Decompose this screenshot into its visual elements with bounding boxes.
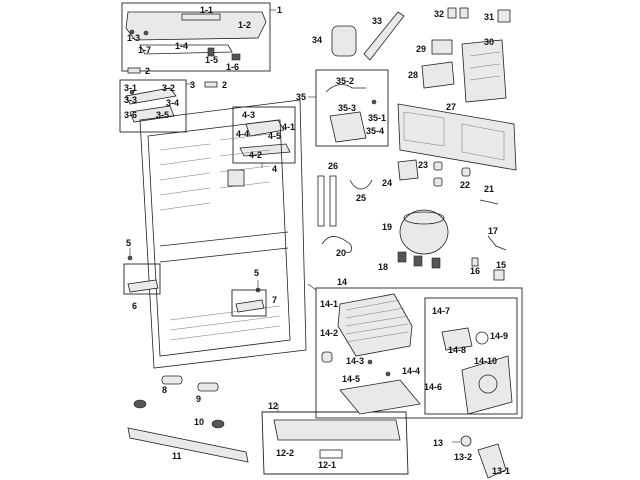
part-group-4: 4 4-1 4-2 4-3 4-4 4-5 — [232, 106, 296, 174]
label-13-2: 13-2 — [454, 452, 472, 462]
label-14-1: 14-1 — [320, 299, 338, 309]
label-31: 31 — [484, 12, 494, 22]
part-2: 2 2 — [127, 66, 227, 90]
label-5b: 5 — [254, 268, 259, 278]
label-1-3: 1-3 — [127, 33, 140, 43]
label-2b: 2 — [222, 80, 227, 90]
label-3-5: 3-5 — [156, 110, 169, 120]
label-1-4: 1-4 — [175, 41, 188, 51]
label-4-2: 4-2 — [249, 150, 262, 160]
label-35: 35 — [296, 92, 306, 102]
label-14-4: 14-4 — [402, 366, 420, 376]
label-14-7: 14-7 — [432, 306, 450, 316]
label-2a: 2 — [145, 66, 150, 76]
label-5a: 5 — [126, 238, 131, 248]
part-group-1: 1 1-1 1-2 1-3 1-4 1-5 1-6 1-7 — [121, 2, 282, 72]
label-7: 7 — [272, 295, 277, 305]
label-14-2: 14-2 — [320, 328, 338, 338]
label-13-1: 13-1 — [492, 466, 510, 476]
label-35-3: 35-3 — [338, 103, 356, 113]
label-1-6: 1-6 — [226, 62, 239, 72]
label-25: 25 — [356, 193, 366, 203]
part-group-12: 12 12-1 12-2 — [261, 401, 409, 475]
label-14-9: 14-9 — [490, 331, 508, 341]
label-1-5: 1-5 — [205, 55, 218, 65]
label-35-1: 35-1 — [368, 113, 386, 123]
label-1-7: 1-7 — [138, 45, 151, 55]
label-26: 26 — [328, 161, 338, 171]
label-21: 21 — [484, 184, 494, 194]
label-32: 32 — [434, 9, 444, 19]
label-14-6: 14-6 — [424, 382, 442, 392]
label-14-3: 14-3 — [346, 356, 364, 366]
label-3-6: 3-6 — [124, 110, 137, 120]
part-27-34: 27 28 29 30 31 32 33 34 — [312, 7, 517, 171]
label-15: 15 — [496, 260, 506, 270]
label-3-4: 3-4 — [166, 98, 179, 108]
label-35-4: 35-4 — [366, 126, 384, 136]
label-28: 28 — [408, 70, 418, 80]
label-27: 27 — [446, 102, 456, 112]
label-6: 6 — [132, 301, 137, 311]
label-1: 1 — [277, 5, 282, 15]
part-group-14: 14 14-1 14-2 14-3 14-4 14-5 14-6 14-7 14… — [307, 277, 523, 419]
label-30: 30 — [484, 37, 494, 47]
label-12: 12 — [268, 401, 278, 411]
label-12-1: 12-1 — [318, 460, 336, 470]
label-10: 10 — [194, 417, 204, 427]
label-19: 19 — [382, 222, 392, 232]
label-4-4: 4-4 — [236, 129, 249, 139]
label-17: 17 — [488, 226, 498, 236]
label-4-5: 4-5 — [268, 131, 281, 141]
label-23: 23 — [418, 160, 428, 170]
label-22: 22 — [460, 180, 470, 190]
label-12-2: 12-2 — [276, 448, 294, 458]
label-18: 18 — [378, 262, 388, 272]
part-21-26: 26 25 24 23 22 21 — [317, 159, 499, 227]
label-14-10: 14-10 — [474, 356, 497, 366]
label-3-2: 3-2 — [162, 83, 175, 93]
label-9: 9 — [196, 394, 201, 404]
label-29: 29 — [416, 44, 426, 54]
label-24: 24 — [382, 178, 392, 188]
label-33: 33 — [372, 16, 382, 26]
label-4-3: 4-3 — [242, 110, 255, 120]
label-35-2: 35-2 — [336, 76, 354, 86]
part-group-3: 3 3-1 3-2 3-3 3-4 3-5 3-6 — [119, 79, 195, 133]
label-13: 13 — [433, 438, 443, 448]
part-5-6-7: 5 5 6 7 — [123, 238, 277, 317]
label-3-1: 3-1 — [124, 83, 137, 93]
compressor-area: 19 18 20 17 16 15 — [321, 209, 507, 281]
label-14: 14 — [337, 277, 347, 287]
part-group-13: 13 13-1 13-2 — [433, 435, 510, 479]
label-1-2: 1-2 — [238, 20, 251, 30]
refrigerator-cabinet — [139, 99, 307, 369]
label-14-5: 14-5 — [342, 374, 360, 384]
part-group-35: 35 35-1 35-2 35-3 35-4 — [296, 69, 389, 147]
label-16: 16 — [470, 266, 480, 276]
label-1-1: 1-1 — [200, 5, 213, 15]
label-11: 11 — [172, 451, 182, 461]
label-20: 20 — [336, 248, 346, 258]
label-4-1: 4-1 — [282, 122, 295, 132]
label-34: 34 — [312, 35, 322, 45]
label-3-3: 3-3 — [124, 95, 137, 105]
label-3: 3 — [190, 80, 195, 90]
label-4: 4 — [272, 164, 277, 174]
part-8-11: 8 9 10 11 — [127, 375, 249, 463]
label-8: 8 — [162, 385, 167, 395]
label-14-8: 14-8 — [448, 345, 466, 355]
